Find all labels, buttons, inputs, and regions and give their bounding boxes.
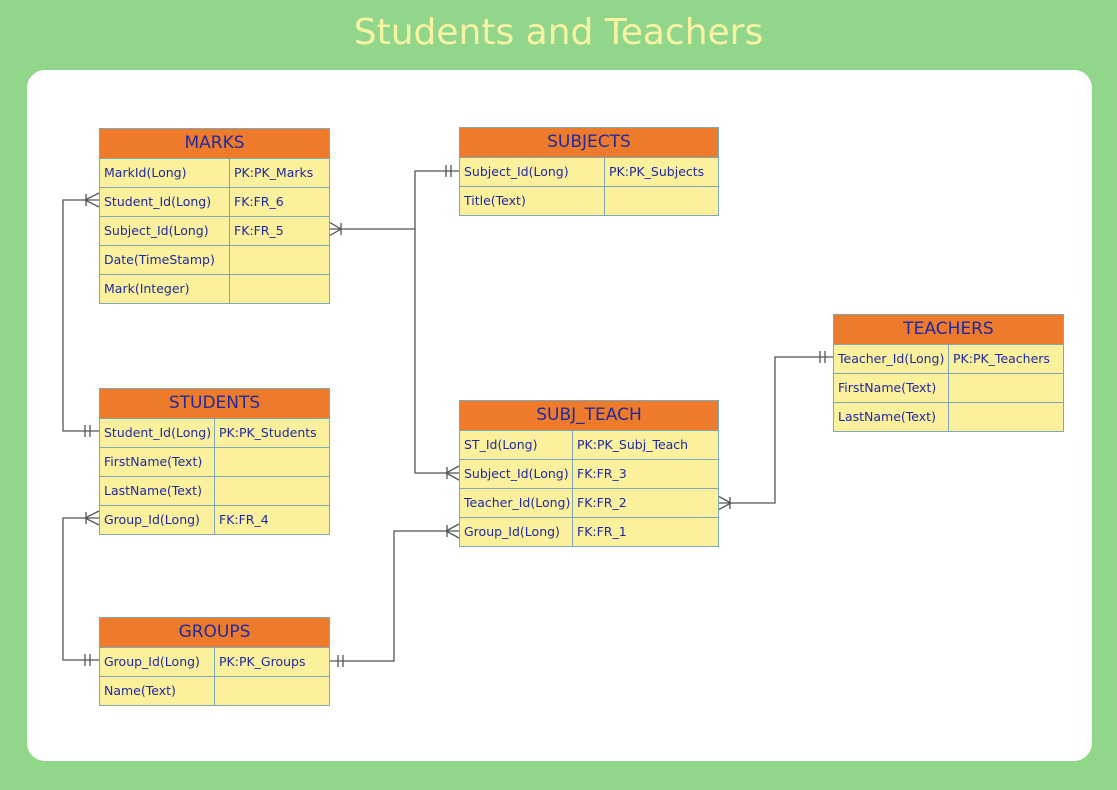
field-key: FK:FR_3 xyxy=(577,466,627,481)
crowfoot-many-icon xyxy=(444,523,460,539)
link-students-marks[interactable] xyxy=(62,192,100,437)
table-row[interactable]: FirstName(Text) xyxy=(100,448,329,477)
field-key xyxy=(215,677,219,705)
field-name: Student_Id(Long) xyxy=(100,188,230,216)
link-subjects-marks-subjteach[interactable] xyxy=(328,165,460,481)
table-row[interactable]: Student_Id(Long) PK:PK_Students xyxy=(100,419,329,448)
field-name: Subject_Id(Long) xyxy=(100,217,230,245)
table-header: SUBJECTS xyxy=(460,128,718,158)
field-key xyxy=(230,246,234,274)
field-key: FK:FR_5 xyxy=(234,223,284,238)
table-header: TEACHERS xyxy=(834,315,1063,345)
table-row[interactable]: Teacher_Id(Long) FK:FR_2 xyxy=(460,489,718,518)
field-name: Student_Id(Long) xyxy=(100,419,215,447)
field-key xyxy=(230,275,234,303)
diagram-title: Students and Teachers xyxy=(353,12,764,53)
field-name: Name(Text) xyxy=(100,677,215,705)
table-row[interactable]: MarkId(Long) PK:PK_Marks xyxy=(100,159,329,188)
crowfoot-many-icon xyxy=(444,465,460,481)
field-name: FirstName(Text) xyxy=(834,374,949,402)
table-row[interactable]: Teacher_Id(Long) PK:PK_Teachers xyxy=(834,345,1063,374)
field-key: FK:FR_4 xyxy=(219,512,269,527)
link-teachers-subjteach[interactable] xyxy=(717,351,833,511)
table-row[interactable]: Subject_Id(Long) FK:FR_3 xyxy=(460,460,718,489)
table-row[interactable]: Subject_Id(Long) PK:PK_Subjects xyxy=(460,158,718,187)
crowfoot-many-icon xyxy=(717,495,733,511)
table-row[interactable]: Date(TimeStamp) xyxy=(100,246,329,275)
table-row[interactable]: LastName(Text) xyxy=(100,477,329,506)
field-key xyxy=(215,477,219,505)
field-key: FK:FR_6 xyxy=(234,194,284,209)
crowfoot-many-icon xyxy=(83,510,100,526)
one-mandatory-icon xyxy=(337,655,344,667)
field-name: LastName(Text) xyxy=(100,477,215,505)
crowfoot-many-icon xyxy=(328,221,343,237)
one-mandatory-icon xyxy=(84,425,91,437)
table-header: MARKS xyxy=(100,129,329,159)
field-name: Group_Id(Long) xyxy=(100,648,215,676)
field-key xyxy=(949,403,953,431)
one-mandatory-icon xyxy=(84,654,91,666)
field-name: Group_Id(Long) xyxy=(100,506,215,534)
field-name: Mark(Integer) xyxy=(100,275,230,303)
field-name: Teacher_Id(Long) xyxy=(460,489,573,517)
table-row[interactable]: Subject_Id(Long) FK:FR_5 xyxy=(100,217,329,246)
field-key xyxy=(215,448,219,476)
table-row[interactable]: Group_Id(Long) FK:FR_4 xyxy=(100,506,329,534)
field-key: PK:PK_Groups xyxy=(219,654,306,669)
table-row[interactable]: Student_Id(Long) FK:FR_6 xyxy=(100,188,329,217)
one-mandatory-icon xyxy=(819,351,826,363)
table-row[interactable]: FirstName(Text) xyxy=(834,374,1063,403)
one-mandatory-icon xyxy=(445,165,452,177)
field-name: Subject_Id(Long) xyxy=(460,460,573,488)
field-name: Title(Text) xyxy=(460,187,605,215)
table-row[interactable]: Title(Text) xyxy=(460,187,718,215)
table-header: SUBJ_TEACH xyxy=(460,401,718,431)
crowfoot-many-icon xyxy=(83,192,100,208)
link-groups-students[interactable] xyxy=(62,510,100,666)
link-groups-subjteach[interactable] xyxy=(329,523,460,667)
field-name: Teacher_Id(Long) xyxy=(834,345,949,373)
field-key: PK:PK_Subj_Teach xyxy=(577,437,689,452)
field-name: Group_Id(Long) xyxy=(460,518,573,546)
field-key xyxy=(949,374,953,402)
field-key: PK:PK_Marks xyxy=(234,165,314,180)
table-row[interactable]: Group_Id(Long) FK:FR_1 xyxy=(460,518,718,546)
table-header: GROUPS xyxy=(100,618,329,648)
field-name: Date(TimeStamp) xyxy=(100,246,230,274)
field-name: MarkId(Long) xyxy=(100,159,230,187)
field-key: PK:PK_Teachers xyxy=(953,351,1050,366)
field-name: Subject_Id(Long) xyxy=(460,158,605,186)
field-name: FirstName(Text) xyxy=(100,448,215,476)
table-row[interactable]: ST_Id(Long) PK:PK_Subj_Teach xyxy=(460,431,718,460)
field-key xyxy=(605,187,609,215)
table-row[interactable]: Name(Text) xyxy=(100,677,329,705)
field-name: LastName(Text) xyxy=(834,403,949,431)
field-name: ST_Id(Long) xyxy=(460,431,573,459)
field-key: PK:PK_Students xyxy=(219,425,317,440)
table-row[interactable]: Group_Id(Long) PK:PK_Groups xyxy=(100,648,329,677)
field-key: FK:FR_2 xyxy=(577,495,627,510)
table-row[interactable]: Mark(Integer) xyxy=(100,275,329,303)
table-header: STUDENTS xyxy=(100,389,329,419)
table-row[interactable]: LastName(Text) xyxy=(834,403,1063,431)
field-key: PK:PK_Subjects xyxy=(609,164,705,179)
field-key: FK:FR_1 xyxy=(577,524,627,539)
